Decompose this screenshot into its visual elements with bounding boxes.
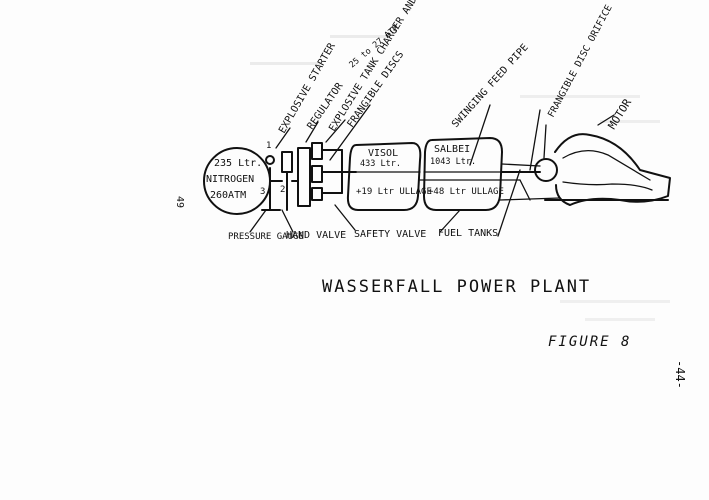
nitrogen-pressure-label: 260ATM [210, 190, 246, 201]
leader-arrows [249, 104, 615, 237]
nitrogen-volume-label: 235 Ltr. [214, 158, 262, 169]
explosive-tank-charger-label: EXPLOSIVE TANK CHARGER AND VENT [327, 0, 435, 134]
pressure-gauge-label-line1: PRESSURE GAUGE [228, 232, 304, 242]
salbei-tank: SALBEI 1043 Ltr. +48 Ltr ULLAGE [419, 137, 521, 211]
margin-page-number: 49 [174, 196, 185, 208]
frangible-disc-orifice-label: FRANGIBLE DISC ORIFICE [546, 3, 615, 120]
figure-label: FIGURE 8 [548, 334, 632, 350]
nitrogen-name-label: NITROGEN [206, 174, 254, 185]
upper-labels: EXPLOSIVE STARTER REGULATOR 25 to 27 ATM… [277, 0, 635, 136]
diagram-title: WASSERFALL POWER PLANT [322, 277, 592, 297]
safety-valve-label: SAFETY VALVE [354, 229, 426, 240]
visol-name-label: VISOL [368, 148, 398, 159]
nitrogen-bottle: 235 Ltr. NITROGEN 260ATM [203, 147, 271, 215]
number-1-label: 1 [266, 141, 271, 151]
hand-valve-label: HAND VALVE [286, 230, 346, 241]
number-3-label: 3 [260, 187, 265, 197]
number-2-label: 2 [280, 185, 285, 195]
lower-labels: PRESSURE GAUGE HAND VALVE SAFETY VALVE F… [228, 228, 498, 242]
salbei-name-label: SALBEI [434, 144, 470, 155]
salbei-ullage-label: +48 Ltr ULLAGE [428, 187, 504, 197]
swinging-feed-pipe-label: SWINGING FEED PIPE [450, 42, 531, 130]
visol-volume-label: 433 Ltr. [360, 159, 401, 169]
visol-tank: VISOL 433 Ltr. +19 Ltr ULLAGE [346, 142, 432, 211]
visol-ullage-label: +19 Ltr ULLAGE [356, 187, 432, 197]
valve-assembly: 1 2 3 [260, 141, 357, 211]
salbei-volume-label: 1043 Ltr. [430, 157, 476, 167]
motor [534, 133, 671, 206]
motor-label: MOTOR [606, 96, 635, 131]
right-page-number: -44- [673, 360, 687, 389]
bleed-through [250, 35, 670, 321]
fuel-tanks-label: FUEL TANKS [438, 228, 498, 239]
